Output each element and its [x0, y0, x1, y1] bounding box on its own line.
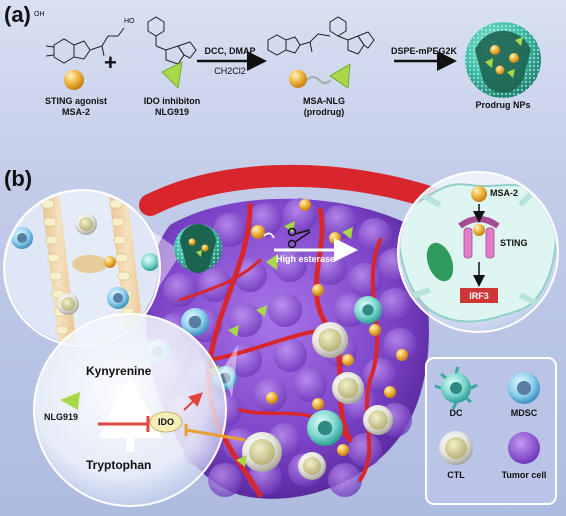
drug-triangle — [236, 455, 247, 467]
scissors-icon — [287, 227, 311, 249]
ctl-nucleus — [368, 410, 388, 430]
nanoparticle-label: Prodrug NPs — [475, 100, 531, 110]
tumor-cell — [328, 463, 362, 497]
ido-inhibitor-line1: IDO inhibiton — [143, 96, 201, 106]
ctl-nucleus — [318, 328, 342, 352]
drug-triangle — [228, 325, 239, 337]
drug-ball — [312, 284, 324, 296]
tumor-cell — [268, 293, 302, 327]
tumor-cell — [363, 358, 397, 392]
prodrug-triangle — [329, 63, 351, 89]
drug-triangle — [256, 305, 267, 317]
tumor-cell — [378, 288, 412, 322]
prodrug-line2: (prodrug) — [303, 107, 345, 117]
ido-inhibitor-label: IDO inhibiton NLG919 — [138, 96, 206, 118]
tumor-cell — [213, 213, 247, 247]
chem-label-ho: HO — [124, 18, 135, 25]
ctl-nucleus — [302, 456, 322, 476]
drug-ball — [384, 386, 396, 398]
tumor-cell — [273, 338, 307, 372]
mdsc-nucleus — [188, 315, 202, 329]
tumor-cell — [198, 268, 232, 302]
drug-ball — [299, 199, 311, 211]
panel-a-label: (a) — [4, 2, 31, 27]
nlg919-structure — [147, 16, 197, 65]
legend-ctl: CTL — [447, 470, 465, 480]
tumor-cell — [293, 368, 327, 402]
legend-dc: DC — [449, 408, 463, 418]
prodrug-ball — [289, 70, 307, 88]
np-in-tumor — [174, 224, 222, 273]
msa2-structure — [45, 27, 125, 64]
released-linker — [263, 232, 275, 239]
prodrug-nanoparticle — [465, 22, 541, 98]
tumor-cell — [323, 205, 357, 239]
chem-label-oh: OH — [34, 11, 45, 18]
tumor-cell — [358, 218, 392, 252]
tryptophan-label: Tryptophan — [86, 458, 152, 472]
tumor-cell — [163, 273, 197, 307]
dc-nucleus — [362, 304, 374, 316]
legend-box — [425, 357, 557, 505]
tumor-cell — [233, 258, 267, 292]
drug-ball — [337, 444, 349, 456]
tumor-cell — [348, 263, 382, 297]
high-esterase-label: High esterase — [276, 254, 336, 264]
plus-sign: + — [104, 50, 117, 75]
legend-mdsc: MDSC — [510, 408, 538, 418]
ctl-nucleus — [337, 377, 359, 399]
nlg919-triangle — [161, 61, 183, 89]
reagents-bottom: CH2Cl2 — [214, 66, 246, 76]
drug-ball — [369, 324, 381, 336]
nlg919-pathway-label: NLG919 — [44, 412, 79, 422]
msa2-ball — [64, 70, 84, 90]
irf3-label: IRF3 — [469, 291, 489, 301]
irf3-box — [460, 288, 498, 303]
legend-tumor: Tumor cell — [501, 470, 547, 480]
tumor-cell — [208, 463, 242, 497]
ido-inhibitor-line2: NLG919 — [154, 107, 189, 117]
sting-msa2-label: MSA-2 — [490, 188, 519, 198]
drug-ball — [342, 354, 354, 366]
drug-triangle — [342, 227, 353, 239]
vessel-zoom-bubble — [3, 189, 182, 347]
dc-nucleus — [317, 420, 333, 436]
kynurenine-label: Kynyrenine — [86, 364, 152, 378]
tumor-cell — [273, 248, 307, 282]
sting-agonist-line1: STING agonist — [44, 96, 107, 106]
drug-ball — [329, 232, 341, 244]
prodrug-line1: MSA-NLG — [303, 96, 345, 106]
prodrug-linker — [306, 76, 332, 84]
prodrug-label: MSA-NLG (prodrug) — [286, 96, 362, 118]
inhibition-line — [185, 428, 246, 442]
ctl-nucleus — [249, 439, 275, 465]
sting-zoom-bubble — [397, 171, 559, 333]
drug-ball — [312, 398, 324, 410]
drug-triangle — [284, 221, 295, 233]
sting-agonist-label: STING agonist MSA-2 — [42, 96, 110, 118]
assembly-reagent: DSPE-mPEG2K — [390, 46, 458, 56]
prodrug-structure — [267, 16, 375, 56]
released-triangle — [266, 254, 278, 270]
tumor-cell — [383, 328, 417, 362]
reagents-top: DCC, DMAP — [204, 46, 256, 56]
tumor-cell — [348, 433, 382, 467]
released-ball — [251, 225, 265, 239]
drug-ball — [396, 349, 408, 361]
drug-ball — [266, 392, 278, 404]
panel-b-label: (b) — [4, 166, 33, 191]
sting-agonist-line2: MSA-2 — [61, 107, 90, 117]
immune-cells — [145, 296, 393, 480]
pathway-bubble — [33, 313, 238, 507]
sting-label: STING — [500, 238, 528, 248]
ido-label: IDO — [157, 417, 174, 427]
